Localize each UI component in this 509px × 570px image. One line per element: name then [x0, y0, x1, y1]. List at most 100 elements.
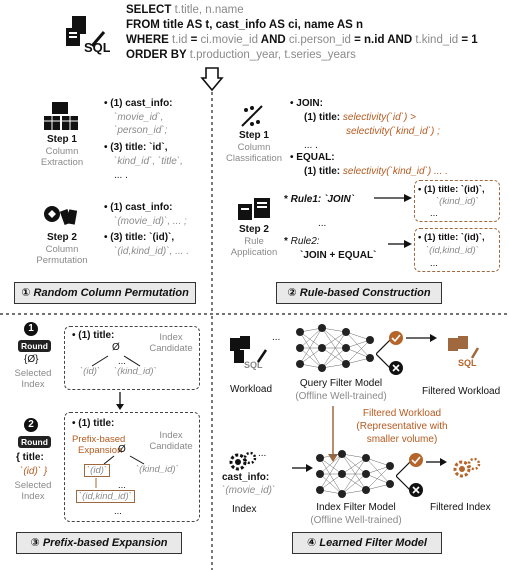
p2-step2: Step 2 [238, 224, 269, 235]
p1-caption: ① Random Column Permutation [14, 282, 196, 304]
p2-step1: Step 1 [238, 130, 269, 141]
p3-empty2: Ø [118, 444, 126, 455]
p4-ci2: `(movie_id)` [222, 485, 276, 496]
p3-sel1b: Selected [14, 368, 52, 379]
p1-b3: • (3) title: `(id)`, [104, 232, 175, 243]
p1-b2: `(movie_id)`, ... ; [114, 216, 187, 227]
p3-t2: • (1) title: [72, 418, 115, 429]
filter-outcomes-1 [376, 331, 403, 375]
filtered-workload-icon: SQL [448, 336, 480, 368]
p2-j2: (1) title: selectivity(`id`) > [304, 112, 416, 123]
p1-a5: `kind_id`, `title`, [114, 156, 183, 167]
p3-dots3: ... [114, 506, 122, 517]
p2-output-box-2 [414, 228, 500, 272]
p1-a2: `movie_id`, [114, 112, 164, 123]
p4-index-label: Index [232, 504, 257, 515]
down-arrow-icon [200, 67, 224, 92]
p4-workload-label: Workload [230, 384, 273, 395]
p1-a4: • (3) title: `id`, [104, 142, 168, 153]
p4-ci1: cast_info: [222, 472, 270, 483]
p2-ob1c: ... [430, 208, 438, 219]
p1-a3: `person_id`; [114, 125, 168, 136]
p3-c5: `(id,kind_id)` [76, 490, 135, 503]
sql-line-3: WHERE t.id = ci.movie_id AND ci.person_i… [126, 34, 478, 46]
p2-ob2a: • (1) title: `(id)`, [418, 232, 485, 243]
shuffle-icon [44, 206, 78, 225]
p3-c4: `(kind_id)` [136, 464, 179, 475]
p2-step2-sub1: Rule [244, 236, 264, 247]
rule-icon [238, 198, 270, 220]
workload-icon: SQL [230, 336, 268, 370]
svg-text:SQL: SQL [458, 358, 477, 368]
p4-fw-note1: Filtered Workload [362, 408, 442, 419]
filter-outcomes-2 [396, 453, 423, 497]
sql-file-icon: SQL [66, 16, 110, 55]
sql-line-1: SELECT t.title, n.name [126, 4, 244, 16]
p4-qfm: Query Filter Model [299, 378, 383, 389]
p2-rule1: * Rule1: `JOIN` [284, 194, 355, 205]
p3-pb1: Prefix-based [72, 434, 126, 445]
filtered-index-gear-icon [453, 457, 481, 478]
p3-ic3: Index [159, 430, 183, 441]
p1-step2: Step 2 [46, 232, 77, 243]
p2-ob2b: `(id,kind_id)` [426, 245, 479, 256]
p3-c2: `(kind_id)` [114, 366, 157, 377]
sql-line-2: FROM title AS t, cast_info AS ci, name A… [126, 19, 364, 31]
p2-rule2b: `JOIN + EQUAL` [300, 250, 377, 261]
p3-sel1c: Index [21, 379, 45, 390]
gear-icon [229, 451, 257, 471]
p1-step1-sub1: Column [45, 146, 79, 157]
p2-caption: ② Rule-based Construction [276, 282, 442, 304]
p1-step2-sub1: Column [45, 244, 79, 255]
p3-dots1: ... [118, 356, 126, 367]
p2-rule2: * Rule2: [284, 236, 320, 247]
p2-ob2c: ... [430, 258, 438, 269]
p2-j3: selectivity(`kind_id`) ; [346, 126, 440, 137]
p3-round1-box [64, 326, 200, 390]
p3-c3: `(id)` [84, 464, 111, 477]
p4-fw-note3: smaller volume) [366, 434, 438, 445]
round-1-badge: Round [18, 340, 51, 352]
p2-ob1b: `(kind_id)` [436, 196, 479, 207]
p4-dots-workload: ... [272, 332, 281, 343]
p2-j4: ... . [304, 140, 318, 151]
p4-fi-label: Filtered Index [430, 502, 491, 513]
p1-a6: ... . [114, 170, 128, 181]
p2-e2: (1) title: selectivity(`kind_id`) ... . [304, 166, 448, 177]
p1-step1: Step 1 [46, 134, 77, 145]
p3-sel2b: `(id)` } [20, 466, 48, 477]
p4-dots-index: ... [258, 448, 267, 459]
round-2-badge: Round [18, 436, 51, 448]
p1-step1-sub2: Extraction [40, 157, 84, 168]
p3-round2-box [64, 412, 200, 522]
table-grid-icon [44, 102, 78, 130]
check-icon [389, 331, 403, 345]
svg-text:SQL: SQL [84, 40, 110, 55]
p2-j1: • JOIN: [290, 98, 323, 109]
p4-qfm-sub: (Offline Well-trained) [295, 391, 387, 402]
p3-empty1: Ø [112, 342, 120, 353]
p3-pb2: Expansion [78, 445, 123, 456]
p4-caption: ④ Learned Filter Model [292, 532, 442, 554]
p4-fw-note2: (Representative with [356, 421, 448, 432]
p3-sel1a: {Ø} [24, 354, 39, 365]
svg-text:SQL: SQL [244, 360, 263, 370]
p3-sel2a: { title: [16, 452, 44, 463]
p3-caption: ③ Prefix-based Expansion [16, 532, 182, 554]
p1-step2-sub2: Permutation [36, 255, 88, 266]
p3-c1: `(id)` [80, 366, 101, 377]
p3-ic1: Index [159, 332, 183, 343]
p3-ic4: Candidate [149, 441, 193, 452]
arrow-to-filtered-index [426, 458, 447, 466]
p2-step1-sub1: Column [237, 142, 271, 153]
p2-dots: ... [318, 218, 327, 229]
p2-ob1a: • (1) title: `(id)`, [418, 184, 485, 195]
p3-sel2c: Selected [14, 480, 52, 491]
arrow-to-filtered-workload [406, 334, 437, 342]
round-2-number: 2 [24, 418, 38, 432]
p2-step2-sub2: Application [230, 247, 278, 258]
